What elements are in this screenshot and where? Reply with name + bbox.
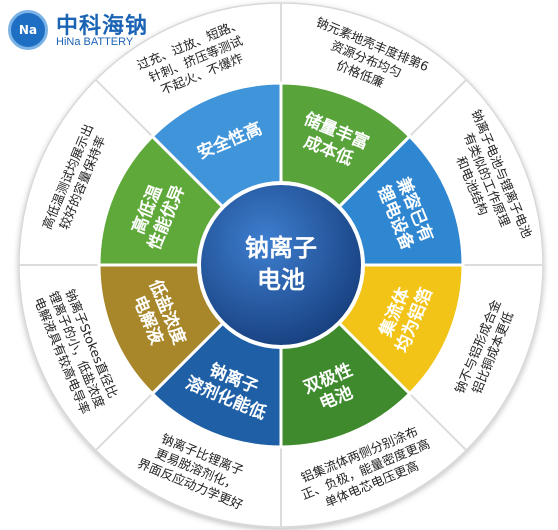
ring-divider [95, 392, 154, 451]
logo-chinese-name: 中科海钠 [56, 14, 149, 39]
hub-circle [201, 185, 361, 345]
ring-divider [95, 79, 154, 138]
ring-divider [408, 392, 467, 451]
logo-english-name: HiNa BATTERY [56, 36, 134, 48]
hub-title-line: 钠离子 [245, 234, 317, 262]
ring-divider [408, 79, 467, 138]
hina-battery-logo: Na 中科海钠 HiNa BATTERY [6, 6, 156, 56]
na-badge-icon: Na [8, 10, 48, 50]
hub-title-line: 电池 [257, 266, 305, 294]
